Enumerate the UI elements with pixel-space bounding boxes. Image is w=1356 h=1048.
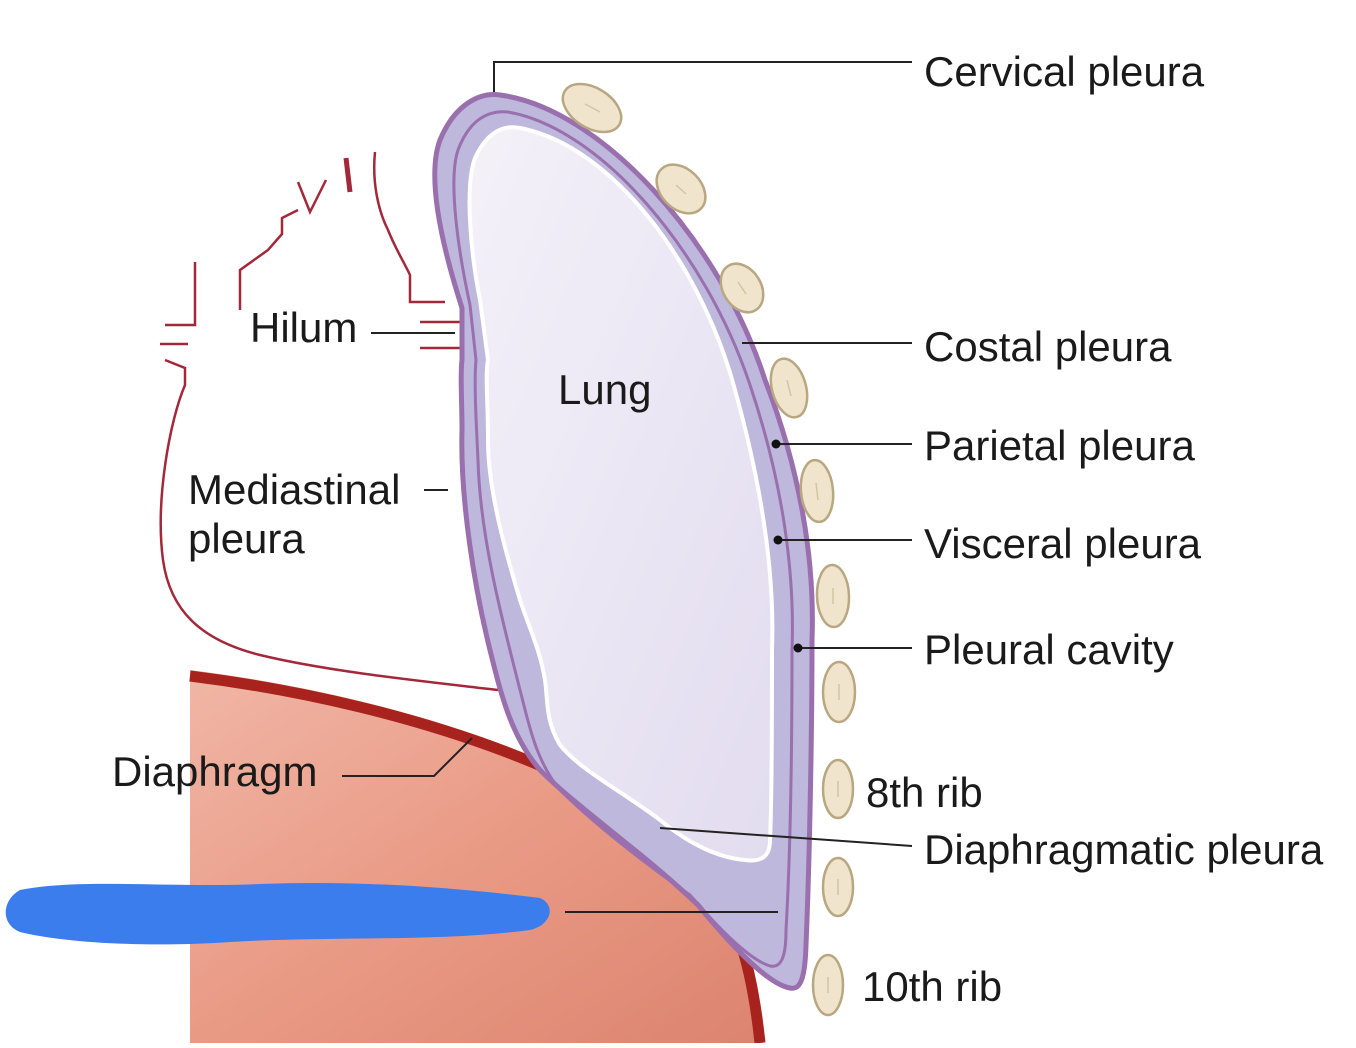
label-diaphragmatic-pleura: Diaphragmatic pleura xyxy=(924,826,1324,873)
mediastinum-left-contour xyxy=(159,262,499,692)
rib-marrow-marks xyxy=(584,103,840,993)
vessel-3 xyxy=(343,157,353,193)
leader-dots xyxy=(771,439,803,653)
label-pleural-cavity: Pleural cavity xyxy=(924,626,1174,673)
lung-pleura xyxy=(432,92,815,991)
dot-cavity xyxy=(793,643,803,653)
label-diaphragm: Diaphragm xyxy=(112,748,317,795)
leader-diaphragmatic xyxy=(659,827,913,847)
label-visceral-pleura: Visceral pleura xyxy=(924,520,1202,567)
visceral-pleura-line xyxy=(452,110,794,968)
label-parietal-pleura: Parietal pleura xyxy=(924,422,1195,469)
lung-body xyxy=(467,125,775,863)
leader-cervical xyxy=(493,61,912,92)
vessel-2 xyxy=(296,179,328,216)
label-costal-pleura: Costal pleura xyxy=(924,323,1172,370)
label-10th-rib: 10th rib xyxy=(862,963,1002,1010)
leader-lines xyxy=(342,61,913,913)
label-cervical-pleura: Cervical pleura xyxy=(924,48,1205,95)
diaphragm-dome xyxy=(190,670,760,1043)
label-mediastinal-line2: pleura xyxy=(188,515,305,562)
leader-diaphragm xyxy=(342,737,473,777)
dot-visceral xyxy=(773,535,783,545)
redaction-scribble xyxy=(5,882,550,945)
vessel-1 xyxy=(238,208,299,310)
label-8th-rib: 8th rib xyxy=(866,769,983,816)
label-mediastinal-line1: Mediastinal xyxy=(188,466,400,513)
dot-parietal xyxy=(771,439,781,449)
vessel-4 xyxy=(372,151,445,304)
label-lung: Lung xyxy=(558,366,651,413)
label-hilum: Hilum xyxy=(250,304,357,351)
